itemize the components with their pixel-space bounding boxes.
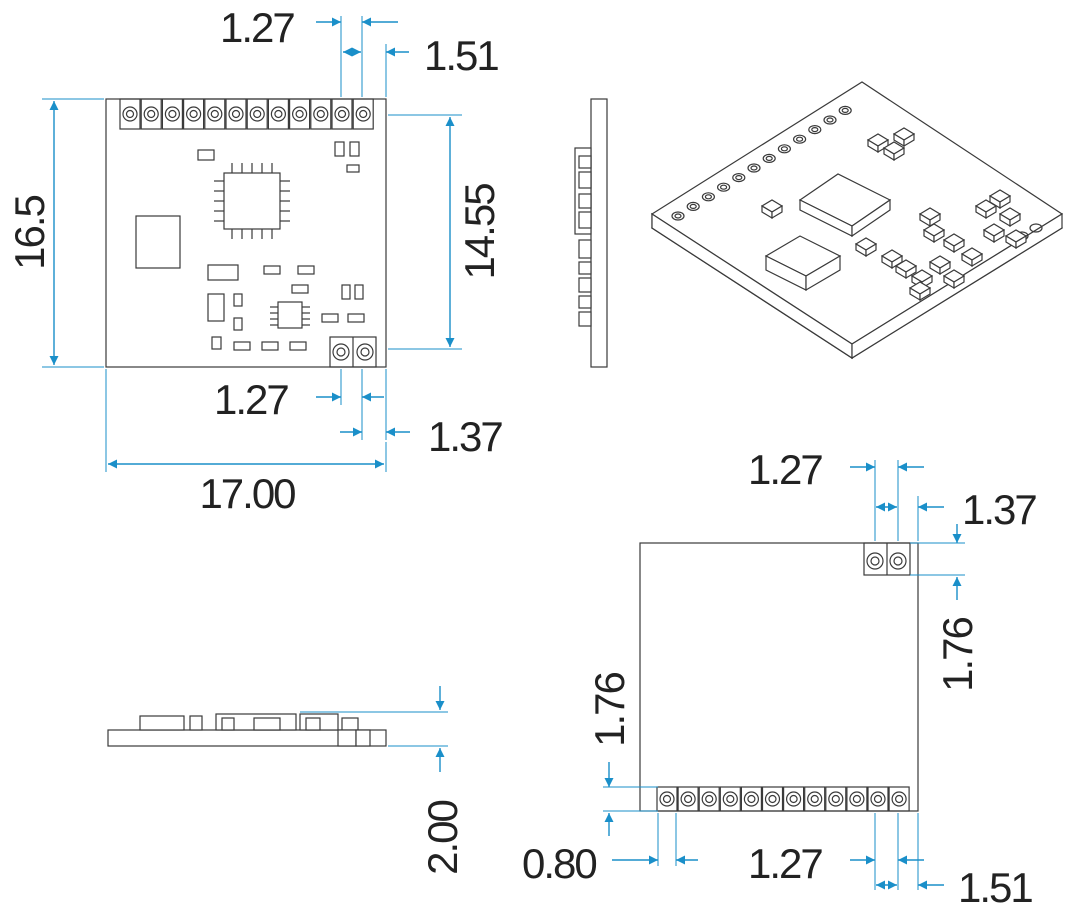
top-view-pin-row <box>119 98 374 130</box>
castellated-pin <box>352 98 374 130</box>
castellated-pin <box>204 98 226 130</box>
footprint-pin <box>888 786 910 812</box>
fp-dim-pad-offset: 0.80 <box>522 840 596 887</box>
fp-dim-bottom-pin-offset: 1.51 <box>958 864 1032 907</box>
fp-dim-bottom-pin-pitch: 1.27 <box>748 840 822 887</box>
castellated-pin <box>183 98 205 130</box>
footprint-pin <box>656 786 678 812</box>
fp-dim-top-pin-width: 1.37 <box>962 486 1036 533</box>
castellated-pin <box>140 98 162 130</box>
footprint-pin <box>698 786 720 812</box>
footprint-pin <box>761 786 784 812</box>
top-view-board-outline <box>105 98 387 368</box>
bottom-right-pins <box>329 336 377 368</box>
top-view-components <box>135 141 365 351</box>
profile-view: 2.00 <box>107 686 466 875</box>
castellated-pin <box>289 98 311 130</box>
footprint-view: 1.27 1.37 1.76 1.76 0.80 1.27 1.51 <box>522 446 1038 907</box>
footprint-pin <box>677 786 699 812</box>
footprint-pin <box>740 786 763 812</box>
castellated-pin <box>161 98 183 130</box>
footprint-bottom-pin-row <box>656 786 910 812</box>
dim-module-thickness: 2.00 <box>419 800 466 874</box>
iso-crystal <box>764 235 842 292</box>
footprint-pin <box>804 786 826 812</box>
top-view: 1.27 1.51 16.5 14.55 1.27 1.37 17.00 <box>6 4 504 517</box>
iso-qfn-chip <box>798 173 892 238</box>
castellated-pin <box>267 98 289 130</box>
footprint-outline <box>639 542 919 812</box>
footprint-pin <box>846 786 868 812</box>
dim-bottom-pin-pitch: 1.27 <box>214 376 288 423</box>
castellated-pin <box>331 98 353 130</box>
fp-dim-top-pin-pitch: 1.27 <box>748 446 822 493</box>
dim-board-width: 17.00 <box>199 470 295 517</box>
dim-top-pin-offset: 1.51 <box>424 32 498 79</box>
sop-chip <box>277 301 303 329</box>
dim-top-pin-pitch: 1.27 <box>220 4 294 51</box>
footprint-pin <box>867 786 889 812</box>
footprint-top-pins <box>863 542 911 576</box>
dim-inner-height: 14.55 <box>456 184 503 280</box>
dim-board-height: 16.5 <box>6 195 53 269</box>
footprint-pin <box>825 786 847 812</box>
footprint-pin <box>782 786 805 812</box>
crystal <box>135 215 181 269</box>
dim-bottom-pin-width: 1.37 <box>428 413 502 460</box>
fp-dim-left-row-height: 1.76 <box>586 672 633 746</box>
footprint-pin <box>719 786 741 812</box>
edge-side-view <box>574 98 608 368</box>
castellated-pin <box>119 98 141 130</box>
isometric-view <box>650 81 1064 360</box>
castellated-pin <box>246 98 268 130</box>
castellated-pin <box>225 98 247 130</box>
castellated-pin <box>310 98 332 130</box>
fp-dim-right-row-height: 1.76 <box>934 617 981 691</box>
